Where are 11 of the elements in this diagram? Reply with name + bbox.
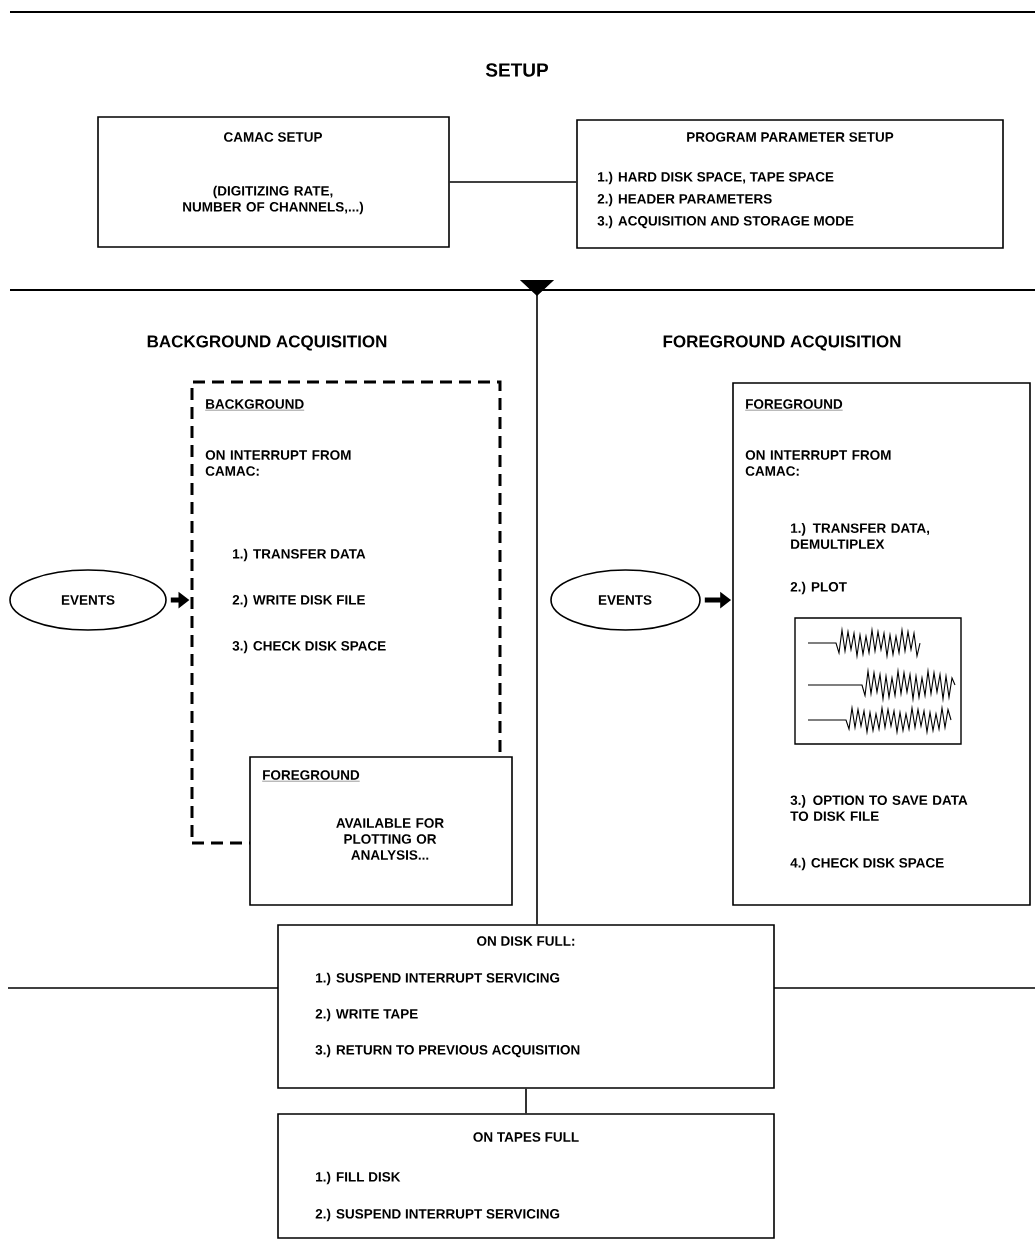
section-heading: BACKGROUND ACQUISITION [147,335,387,351]
process-box: PROGRAM PARAMETER SETUP 1.) HARD DISK SPACE, TAPE SPACE 2.) HEADER PARAMETERS 3.) ACQUISITION AND STORAGE MODE [576,119,1004,249]
section-heading: SETUP [485,63,548,77]
connector-line [525,1088,527,1114]
process-box: CAMAC SETUP (DIGITIZING RATE, NUMBER OF CHANNELS,...) [97,116,450,248]
connector-line [449,181,577,183]
process-box: FOREGROUND ON INTERRUPT FROM CAMAC: 1.) TRANSFER DATA, DEMULTIPLEX 2.) PLOT 3.) OPTION TO SAVE DATA TO DISK FILE 4.) CHECK DISK SPACE [732,382,1031,906]
process-box: ON DISK FULL: 1.) SUSPEND INTERRUPT SERVICING 2.) WRITE TAPE 3.) RETURN TO PREVIOUS ACQUISITION [277,924,775,1089]
section-heading: FOREGROUND ACQUISITION [663,335,901,351]
process-box: ON TAPES FULL 1.) FILL DISK 2.) SUSPEND INTERRUPT SERVICING [277,1113,775,1239]
process-box: FOREGROUND AVAILABLE FOR PLOTTING OR ANALYSIS... [249,756,513,906]
